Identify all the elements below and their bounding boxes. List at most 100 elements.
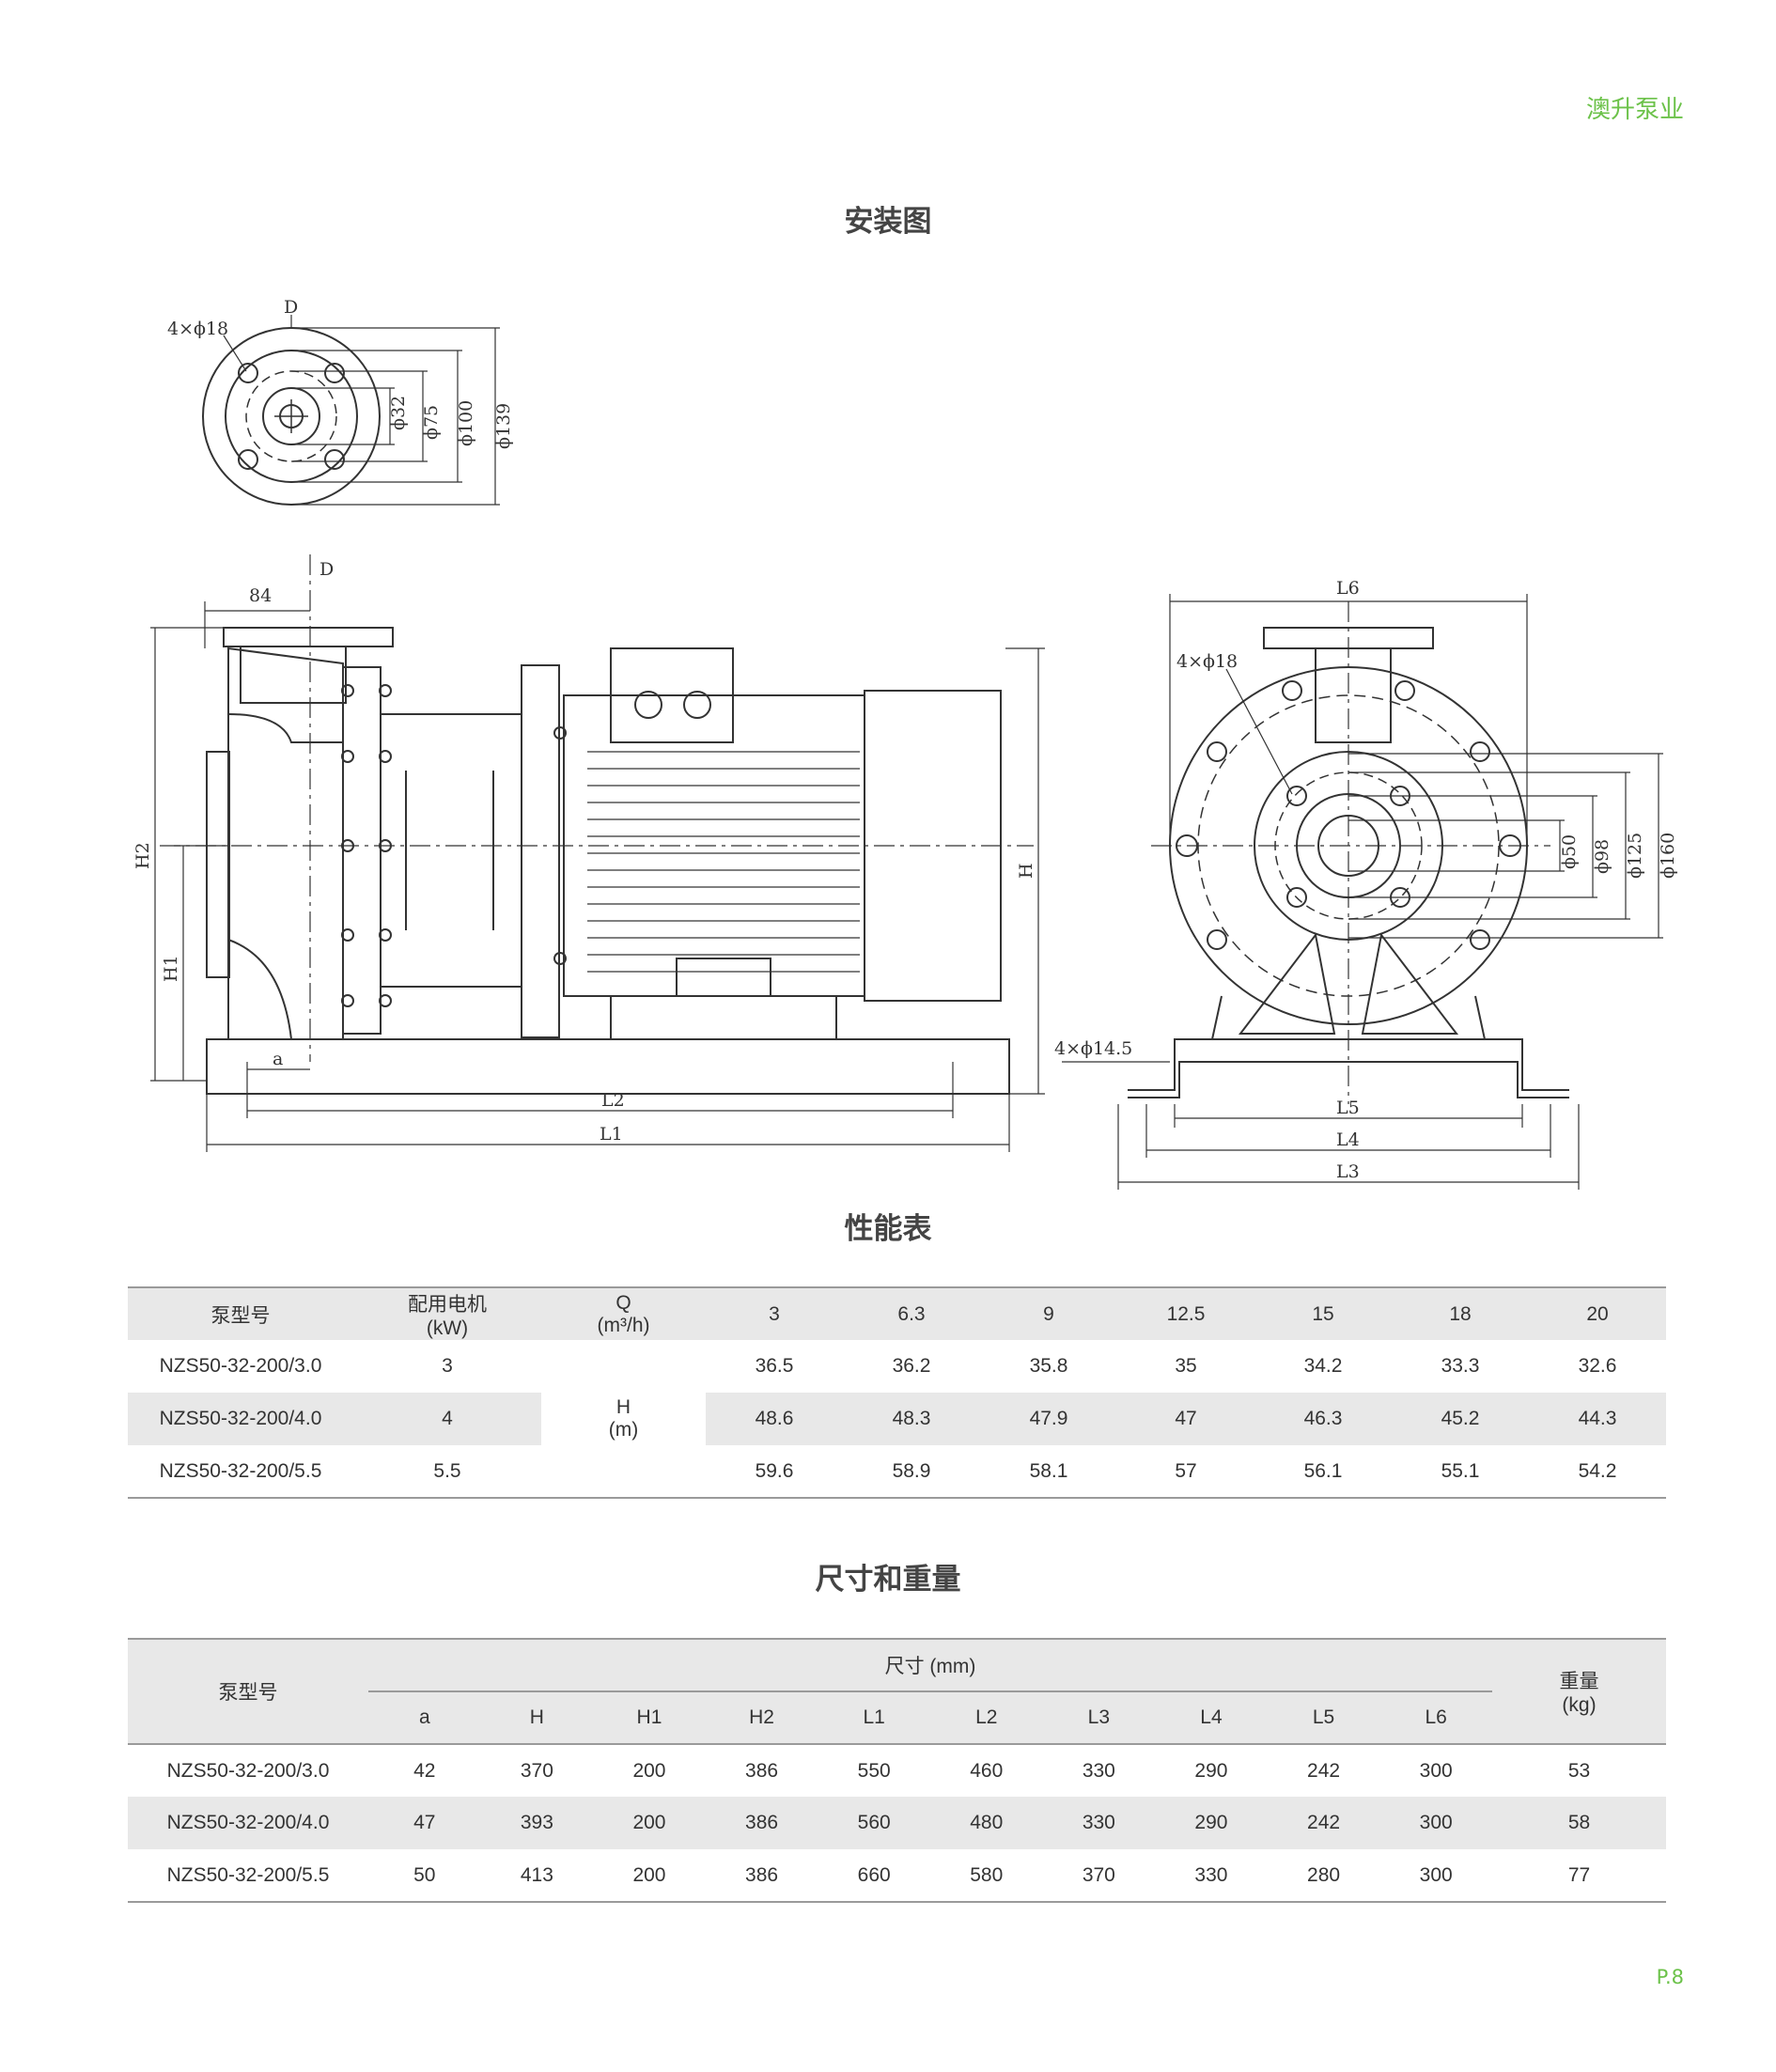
- dim-l2: L2: [601, 1090, 625, 1111]
- value-cell: 300: [1419, 1759, 1453, 1782]
- dim-flange-holes: 4×ϕ18: [167, 319, 228, 339]
- perf-flow: 9: [1043, 1302, 1054, 1325]
- value-cell: 386: [745, 1759, 779, 1782]
- head-cell: 35: [1175, 1355, 1197, 1377]
- value-cell: 290: [1194, 1759, 1228, 1782]
- head-cell: 47: [1117, 1393, 1254, 1445]
- value-cell: 413: [520, 1863, 553, 1886]
- value-cell: 386: [745, 1812, 779, 1833]
- value-cell: 460: [970, 1759, 1004, 1782]
- value-cell: 290: [1194, 1812, 1228, 1833]
- perf-flow: 15: [1312, 1302, 1334, 1325]
- head-cell: 58.9: [892, 1459, 931, 1482]
- dim-h: H: [1016, 863, 1036, 879]
- value-cell: 242: [1307, 1759, 1341, 1782]
- head-cell: 47.9: [980, 1393, 1117, 1445]
- dim-col-weight: 重量(kg): [1559, 1671, 1599, 1716]
- head-cell: 55.1: [1441, 1459, 1480, 1482]
- head-cell: 44.3: [1529, 1393, 1666, 1445]
- performance-header-row: 泵型号 配用电机(kW) Q(m³/h) 3 6.3 9 12.5 15 18 …: [128, 1287, 1666, 1340]
- value-cell: 560: [857, 1812, 891, 1833]
- model-cell: NZS50-32-200/5.5: [166, 1863, 330, 1886]
- motor-cell: 3: [442, 1355, 453, 1377]
- perf-flow: 18: [1449, 1302, 1472, 1325]
- dim-d98: ϕ98: [1592, 839, 1612, 874]
- value-cell: 330: [1082, 1759, 1115, 1782]
- dim-side-holes: 4×ϕ18: [1176, 651, 1238, 672]
- head-label-cell: H(m): [541, 1340, 706, 1498]
- perf-col-motor: 配用电机(kW): [408, 1293, 487, 1339]
- dim-col: L6: [1379, 1690, 1492, 1744]
- head-cell: 32.6: [1578, 1355, 1617, 1377]
- dim-col: H: [480, 1690, 594, 1744]
- weight-cell: 77: [1567, 1863, 1591, 1886]
- head-cell: 58.1: [1029, 1459, 1068, 1482]
- dim-col: L2: [929, 1690, 1043, 1744]
- model-cell: NZS50-32-200/3.0: [159, 1355, 322, 1377]
- value-cell: 480: [970, 1812, 1004, 1833]
- head-cell: 36.2: [892, 1355, 931, 1377]
- value-cell: 50: [413, 1863, 436, 1886]
- pump-side-view: [150, 554, 1045, 1152]
- dim-d139: ϕ139: [493, 403, 514, 449]
- value-cell: 386: [745, 1863, 779, 1886]
- model-cell: NZS50-32-200/5.5: [159, 1459, 322, 1482]
- flange-view: [202, 315, 500, 506]
- value-cell: 300: [1419, 1863, 1453, 1886]
- dim-l6: L6: [1336, 578, 1360, 599]
- head-cell: 46.3: [1254, 1393, 1392, 1445]
- dim-col-model: 泵型号: [218, 1682, 278, 1704]
- pump-end-view: [1062, 594, 1663, 1190]
- head-cell: 59.6: [755, 1459, 794, 1482]
- dimension-header-row: 泵型号 尺寸 (mm) 重量(kg): [128, 1639, 1666, 1716]
- model-cell: NZS50-32-200/4.0: [166, 1812, 330, 1833]
- value-cell: 42: [413, 1759, 436, 1782]
- install-title: 安装图: [844, 205, 932, 239]
- dim-col-size: 尺寸 (mm): [884, 1656, 976, 1677]
- model-cell: NZS50-32-200/3.0: [166, 1759, 330, 1782]
- dim-col: L3: [1042, 1690, 1156, 1744]
- performance-table: 泵型号 配用电机(kW) Q(m³/h) 3 6.3 9 12.5 15 18 …: [128, 1286, 1666, 1499]
- head-cell: 48.6: [706, 1393, 843, 1445]
- value-cell: 200: [632, 1812, 666, 1833]
- dimension-table: 泵型号 尺寸 (mm) 重量(kg) a H H1 H2 L1 L2 L3 L4…: [128, 1638, 1666, 1903]
- perf-flow: 20: [1586, 1302, 1609, 1325]
- weight-cell: 53: [1567, 1759, 1591, 1782]
- dimension-subheader-row: a H H1 H2 L1 L2 L3 L4 L5 L6: [128, 1690, 1666, 1744]
- dim-base-holes: 4×ϕ14.5: [1054, 1038, 1132, 1059]
- head-cell: 36.5: [755, 1355, 794, 1377]
- table-row: NZS50-32-200/4.0 47 393 200 386 560 480 …: [128, 1797, 1666, 1849]
- value-cell: 280: [1307, 1863, 1341, 1886]
- table-row: NZS50-32-200/5.5 50 413 200 386 660 580 …: [128, 1849, 1666, 1902]
- value-cell: 330: [1194, 1863, 1228, 1886]
- value-cell: 580: [970, 1863, 1004, 1886]
- dim-a: a: [273, 1049, 283, 1069]
- dim-h2: H2: [132, 842, 153, 869]
- head-cell: 54.2: [1578, 1459, 1617, 1482]
- dim-col: H2: [705, 1690, 818, 1744]
- dim-col: L4: [1155, 1690, 1268, 1744]
- head-cell: 34.2: [1303, 1355, 1343, 1377]
- brand-name: 澳升泵业: [1585, 96, 1684, 124]
- motor-cell: 4: [353, 1393, 541, 1445]
- table-row: NZS50-32-200/3.0 3 H(m) 36.5 36.2 35.8 3…: [128, 1340, 1666, 1498]
- dim-l1: L1: [600, 1124, 623, 1145]
- model-cell: NZS50-32-200/4.0: [128, 1393, 353, 1445]
- value-cell: 200: [632, 1863, 666, 1886]
- head-cell: 56.1: [1303, 1459, 1343, 1482]
- performance-title: 性能表: [844, 1212, 932, 1246]
- dim-84: 84: [249, 585, 272, 606]
- dim-d32: ϕ32: [388, 396, 409, 430]
- motor-cell: 5.5: [433, 1459, 461, 1482]
- dim-col: H1: [593, 1690, 706, 1744]
- head-cell: 33.3: [1441, 1355, 1480, 1377]
- page-number: P.8: [1656, 1966, 1684, 1988]
- dim-h1: H1: [161, 955, 181, 982]
- dim-d100: ϕ100: [456, 400, 476, 446]
- dim-l5: L5: [1336, 1098, 1360, 1118]
- perf-col-q: Q(m³/h): [597, 1291, 650, 1336]
- value-cell: 330: [1082, 1812, 1115, 1833]
- dim-col: a: [368, 1690, 481, 1744]
- table-row: NZS50-32-200/5.5 5.5 59.6 58.9 58.1 57 5…: [128, 1445, 1666, 1498]
- perf-flow: 3: [769, 1302, 780, 1325]
